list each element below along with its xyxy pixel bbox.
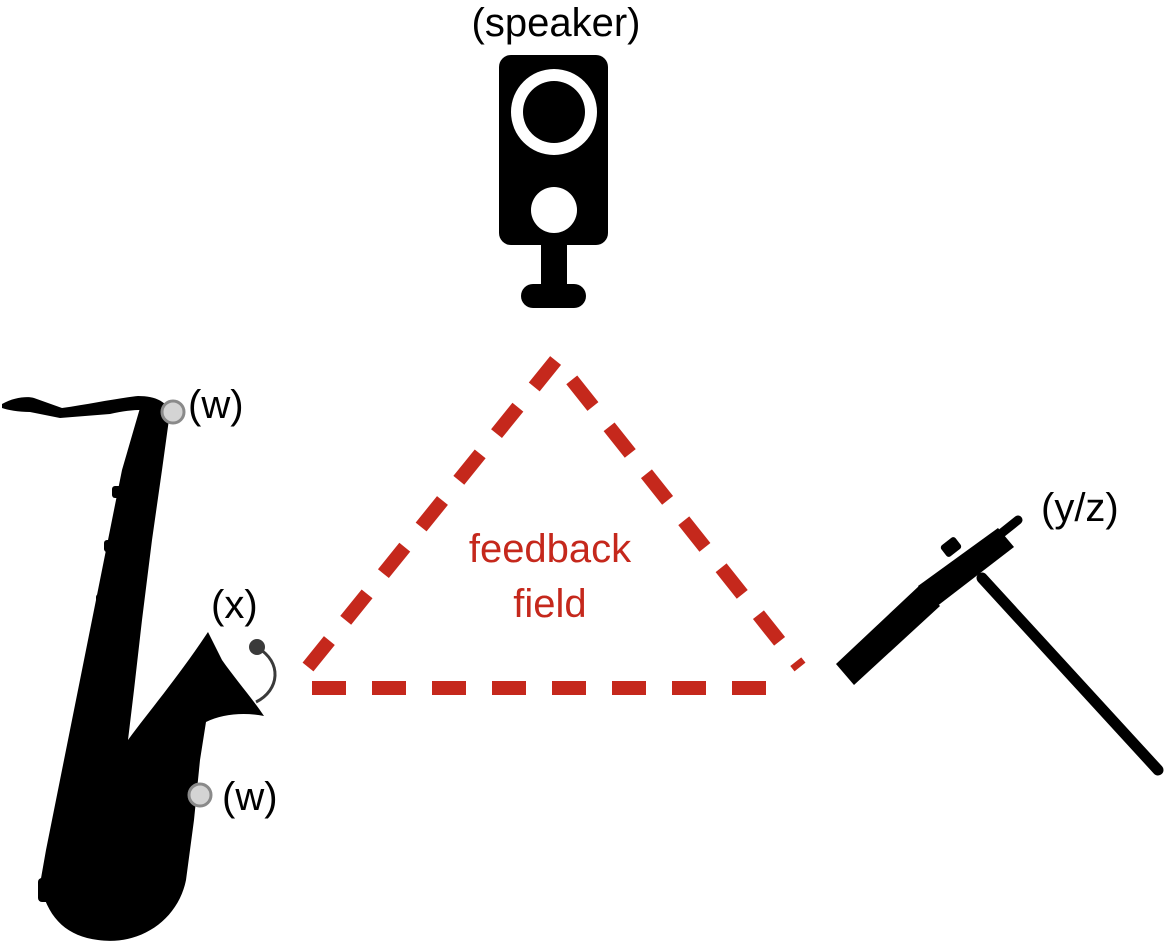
feedback-field-triangle	[302, 348, 806, 695]
sensor-dot-icon	[187, 782, 213, 808]
yz-label: (y/z)	[1041, 486, 1119, 530]
speaker-label: (speaker)	[472, 1, 641, 45]
clip-on-microphone-icon	[249, 639, 277, 704]
speaker-icon	[499, 55, 608, 308]
w-bottom-label: (w)	[222, 775, 278, 819]
w-top-label: (w)	[188, 383, 244, 427]
microphone-on-stand-icon	[836, 515, 1164, 776]
field-label: field	[513, 582, 586, 626]
feedback-label: feedback	[469, 527, 632, 571]
saxophone-icon	[2, 396, 264, 941]
sensor-dot-icon	[160, 399, 186, 425]
x-label: (x)	[211, 583, 258, 627]
